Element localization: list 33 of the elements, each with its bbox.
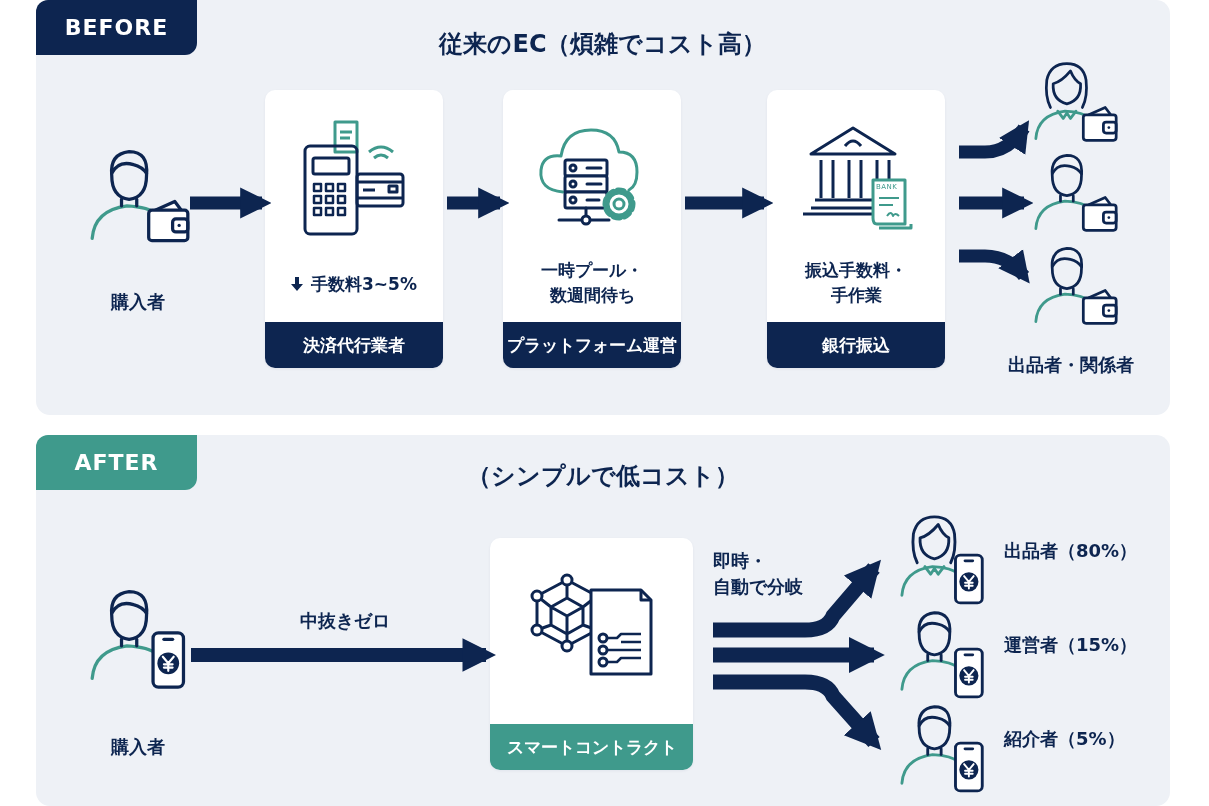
node-label: 購入者 [109, 735, 166, 759]
arrow [959, 187, 1034, 219]
arrow [713, 637, 885, 673]
process-card [490, 538, 693, 770]
arrow [685, 187, 774, 219]
arrow [959, 120, 1030, 159]
recipient-label: 紹介者（5%） [1004, 727, 1125, 751]
arrow [447, 187, 510, 219]
card-footer-label: プラットフォーム運営 [503, 322, 681, 368]
arrow [713, 674, 882, 751]
card-footer-label: スマートコントラクト [490, 724, 693, 770]
card-description: 一時プール・数週間待ち [540, 259, 644, 307]
arrow [191, 638, 497, 672]
recipient-label: 出品者（80%） [1004, 539, 1138, 563]
arrow [190, 187, 272, 219]
card-description: 振込手数料・手作業 [803, 259, 908, 307]
fee-text: 手数料3~5% [311, 273, 417, 296]
card-footer-label: 決済代行業者 [265, 322, 443, 368]
section-tab: BEFORE [36, 0, 197, 55]
card-footer-label: 銀行振込 [767, 322, 945, 368]
group-caption: 出品者・関係者 [1008, 353, 1134, 377]
node-label: 購入者 [109, 290, 166, 314]
process-card [767, 90, 945, 368]
section-panel [36, 0, 1170, 415]
process-card [503, 90, 681, 368]
arrow [959, 249, 1030, 284]
section-title: 従来のEC（煩雑でコスト高） [439, 29, 767, 60]
section-tab: AFTER [36, 435, 197, 490]
section-panel [36, 435, 1170, 806]
section-title: （シンプルで低コスト） [467, 461, 739, 492]
recipient-label: 運営者（15%） [1004, 633, 1138, 657]
process-card [265, 90, 443, 368]
arrow [713, 559, 881, 638]
